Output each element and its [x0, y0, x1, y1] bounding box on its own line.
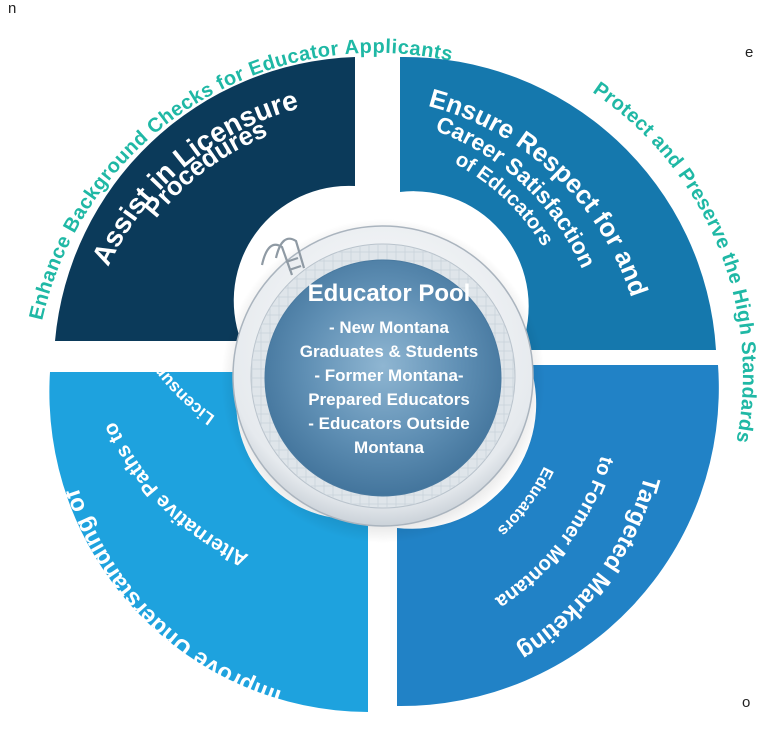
- edge-fragment-top-right: e: [745, 44, 754, 61]
- quadrant-bottom-left: [49, 372, 368, 712]
- pool-item: - New Montana: [329, 318, 449, 337]
- pool-graphic: [221, 219, 545, 543]
- pool-item: - Educators Outside: [308, 414, 470, 433]
- edge-fragment-top-left: n: [8, 0, 17, 17]
- quadrant-top-left: [55, 57, 355, 341]
- pool-item: Graduates & Students: [300, 342, 479, 361]
- quadrant-bottom-right: [397, 365, 719, 707]
- pool-item: Montana: [354, 438, 424, 457]
- pool-title: Educator Pool: [308, 280, 471, 307]
- pool-item: Prepared Educators: [308, 390, 470, 409]
- edge-fragment-bottom-right: o: [742, 694, 751, 711]
- pool-item: - Former Montana-: [314, 366, 463, 385]
- quadrant-top-right: [400, 56, 716, 350]
- pool-ladder-icon: [260, 237, 306, 276]
